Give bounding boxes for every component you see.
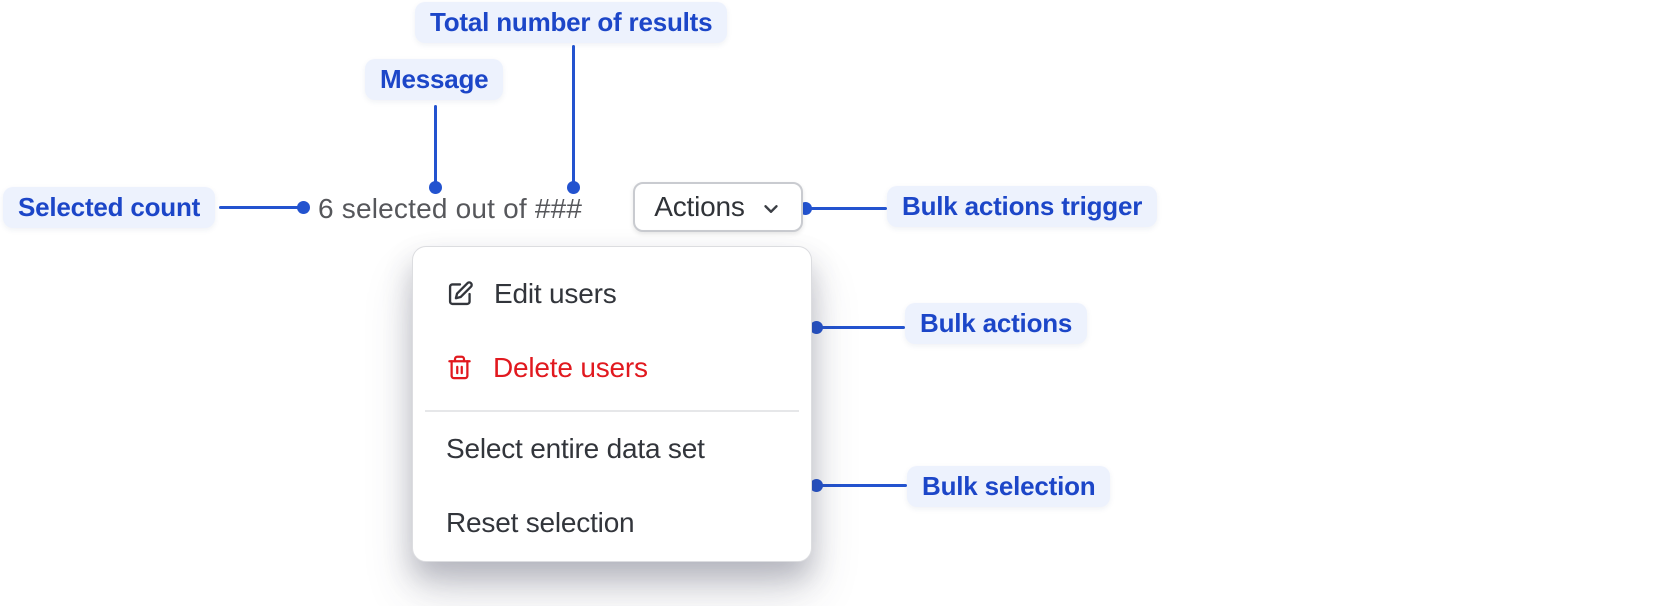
menu-item-edit-users[interactable]: Edit users	[413, 257, 811, 331]
bulk-actions-menu: Edit users Delete users Select entire da…	[412, 246, 812, 562]
chevron-down-icon	[760, 195, 782, 220]
connector-line	[572, 45, 575, 184]
annotation-message: Message	[365, 59, 504, 100]
connector-dot	[810, 479, 823, 492]
annotation-bulk-selection: Bulk selection	[907, 466, 1111, 507]
edit-icon	[446, 280, 474, 308]
menu-item-label: Delete users	[493, 352, 648, 383]
menu-item-label: Select entire data set	[446, 433, 705, 464]
connector-line	[434, 105, 437, 184]
annotation-bulk-actions: Bulk actions	[905, 303, 1088, 344]
annotation-total-number-of-results: Total number of results	[415, 2, 728, 43]
connector-dot	[429, 181, 442, 194]
connector-dot	[567, 181, 580, 194]
connector-line	[219, 206, 299, 209]
annotation-selected-count: Selected count	[3, 187, 216, 228]
connector-line	[810, 207, 887, 210]
menu-item-label: Edit users	[494, 278, 617, 309]
connector-line	[821, 326, 905, 329]
trash-icon	[446, 354, 473, 382]
connector-dot	[810, 321, 823, 334]
connector-dot	[297, 201, 310, 214]
actions-button[interactable]: Actions	[633, 182, 803, 232]
menu-divider	[425, 410, 799, 412]
menu-item-delete-users[interactable]: Delete users	[413, 331, 811, 405]
connector-line	[821, 484, 907, 487]
actions-button-label: Actions	[654, 191, 745, 222]
menu-item-label: Reset selection	[446, 507, 635, 538]
menu-item-reset-selection[interactable]: Reset selection	[413, 486, 811, 560]
selected-count-message: 6 selected out of ###	[318, 193, 583, 224]
annotation-bulk-actions-trigger: Bulk actions trigger	[887, 186, 1158, 227]
menu-item-select-entire-data-set[interactable]: Select entire data set	[413, 412, 811, 486]
